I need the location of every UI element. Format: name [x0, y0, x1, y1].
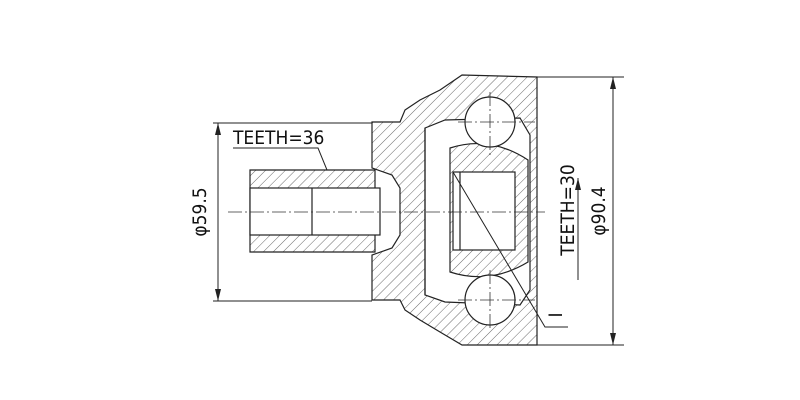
arrowhead-shaft-bottom	[215, 289, 221, 301]
teeth-shaft-label: TEETH=36	[232, 127, 324, 149]
leader-shaft	[233, 147, 328, 171]
arrowhead-outer-top	[610, 77, 616, 89]
outer-diameter-label: φ90.4	[588, 186, 610, 235]
arrowhead-shaft-top	[215, 123, 221, 135]
teeth-inner-label: TEETH=30	[557, 164, 579, 256]
arrowhead-outer-bottom	[610, 333, 616, 345]
leader-inner	[452, 171, 568, 328]
arrowhead-teeth-inner	[575, 178, 581, 190]
marker-label: I	[545, 312, 567, 317]
shaft-bore	[249, 187, 381, 236]
shaft-diameter-label: φ59.5	[189, 187, 211, 236]
inner-race-bore	[452, 171, 516, 251]
